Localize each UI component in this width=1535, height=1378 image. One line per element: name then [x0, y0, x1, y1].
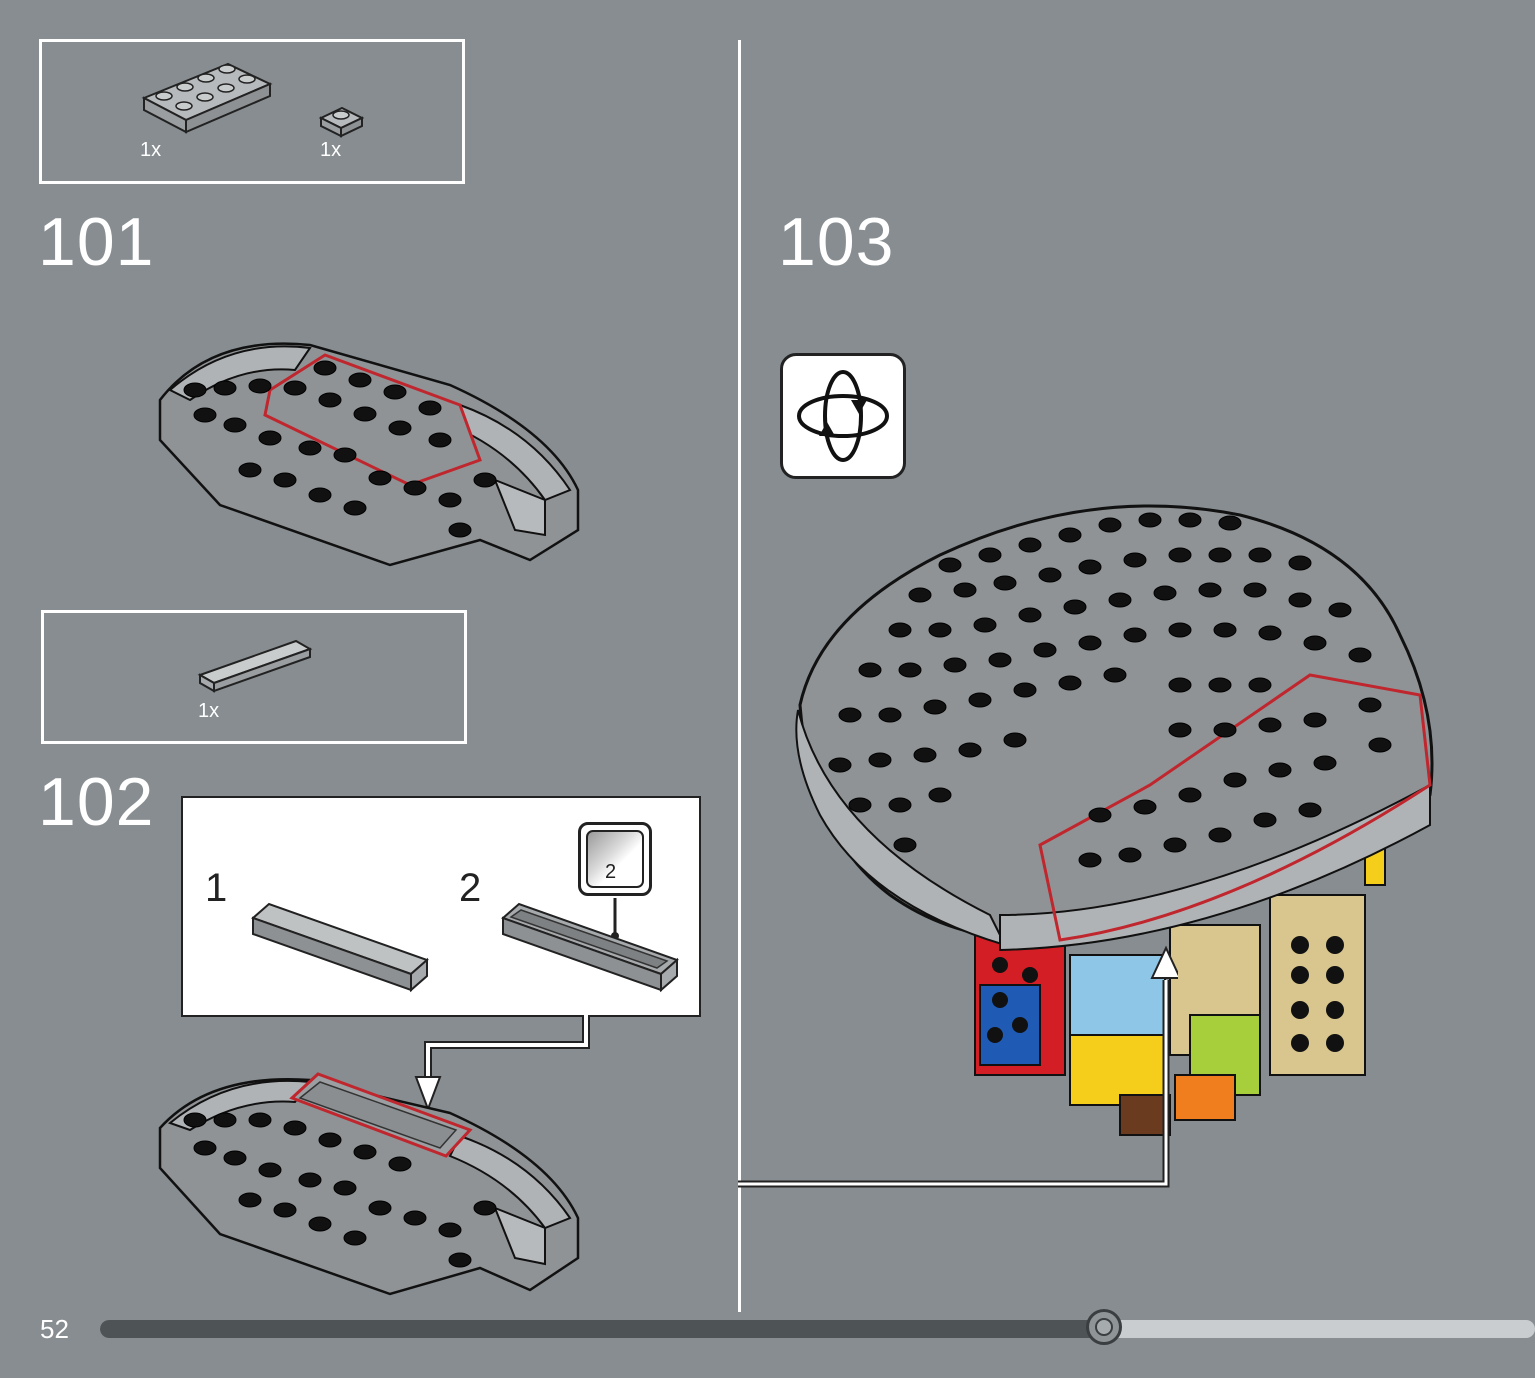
placement-arrow — [414, 1015, 590, 1112]
page-number: 52 — [40, 1314, 69, 1344]
step-number-101: 101 — [38, 204, 155, 280]
step-101-assembly — [158, 342, 580, 567]
rotate-model-icon — [780, 353, 906, 479]
step-number-103: 103 — [778, 204, 895, 280]
sub-step-2-label: 2 — [459, 866, 482, 910]
plate-2x4-icon — [141, 62, 273, 134]
step-103-model — [795, 504, 1434, 1136]
step-102-assembly — [158, 1072, 580, 1296]
sticker-callout: 2 — [578, 822, 652, 896]
part-qty: 1x — [320, 139, 342, 161]
progress-fill — [100, 1320, 1104, 1338]
tile-substep-1 — [251, 902, 429, 993]
column-divider — [738, 40, 741, 1312]
progress-knob — [1086, 1309, 1122, 1345]
sub-step-panel: 1 2 2 — [181, 796, 701, 1017]
sticker-number: 2 — [605, 861, 617, 883]
plate-1x1-icon — [318, 106, 365, 138]
tile-substep-2 — [501, 898, 679, 993]
tile-1x4-icon — [197, 639, 313, 693]
sub-step-1-label: 1 — [205, 866, 228, 910]
step-103-placement-arrow — [738, 945, 1178, 1188]
parts-list-box-101: 1x 1x — [39, 39, 465, 184]
part-qty: 1x — [198, 700, 220, 722]
parts-list-box-102: 1x — [41, 610, 467, 744]
step-number-102: 102 — [38, 764, 155, 840]
part-qty: 1x — [140, 139, 162, 161]
